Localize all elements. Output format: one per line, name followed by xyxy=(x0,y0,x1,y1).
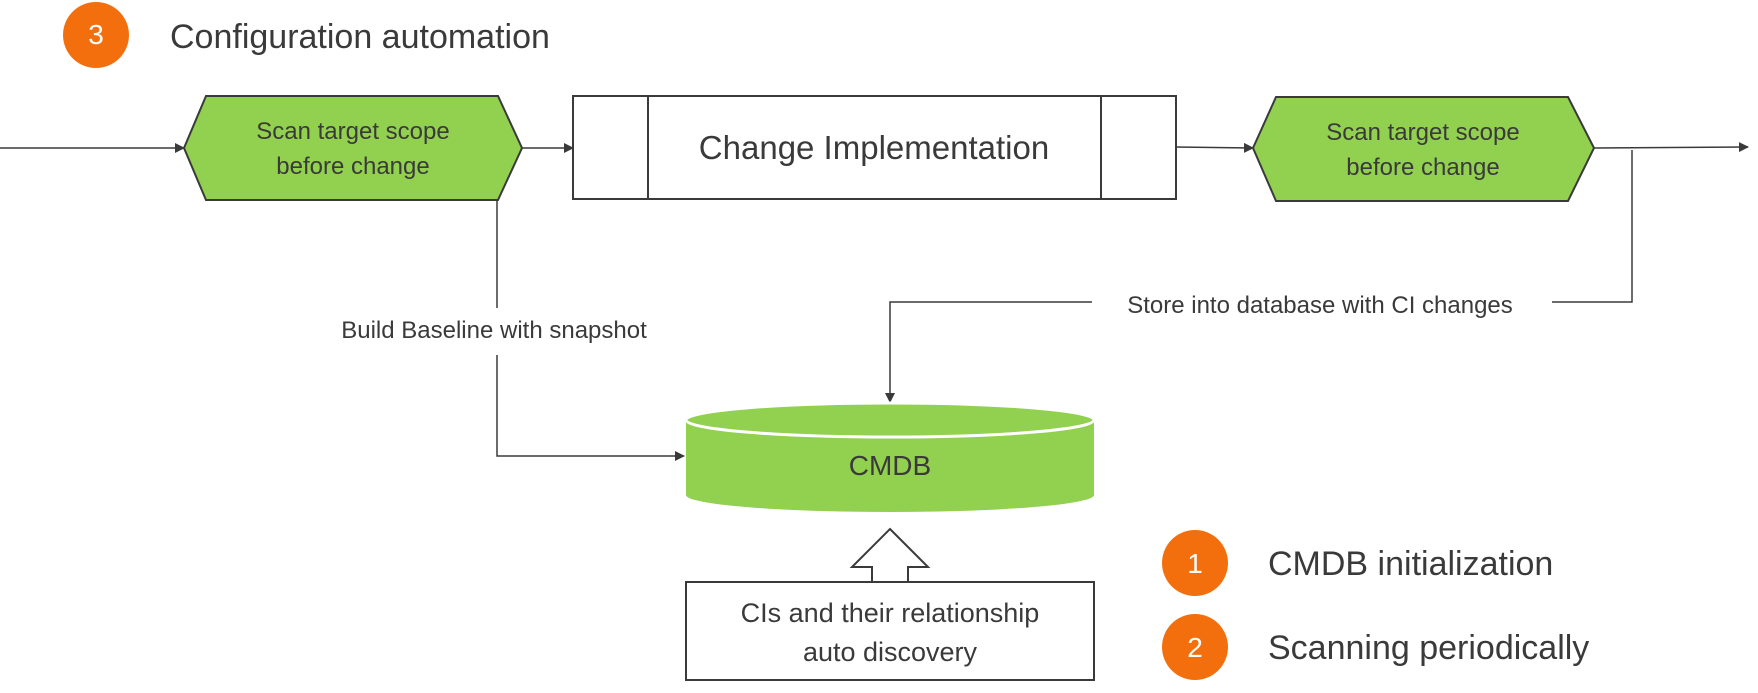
legend-label: Scanning periodically xyxy=(1268,629,1589,667)
scan-before-line1: Scan target scope xyxy=(256,118,449,145)
scan-before-hexagon xyxy=(182,95,524,201)
legend-badge-number: 2 xyxy=(1187,632,1203,663)
legend-item: 2 Scanning periodically xyxy=(1162,614,1589,680)
baseline-edge-label: Build Baseline with snapshot xyxy=(341,317,647,344)
discovery-line2: auto discovery xyxy=(803,637,978,667)
badge-number: 3 xyxy=(88,19,104,50)
change-label: Change Implementation xyxy=(699,129,1049,166)
legend-badge-circle xyxy=(1162,530,1228,596)
store-edge-label: Store into database with CI changes xyxy=(1127,292,1513,319)
discovery-box xyxy=(685,581,1095,681)
store-edge-right xyxy=(1552,150,1633,303)
scan-before-node: Scan target scope before change xyxy=(182,95,524,201)
discovery-line1: CIs and their relationship xyxy=(741,598,1040,628)
page-title: Configuration automation xyxy=(170,18,550,56)
outgoing-arrow xyxy=(1593,142,1749,153)
cmdb-body xyxy=(686,420,1094,512)
store-edge-left xyxy=(885,301,1092,403)
scan-after-hexagon xyxy=(1251,96,1596,202)
legend-label: CMDB initialization xyxy=(1268,545,1553,583)
change-box xyxy=(572,95,1177,200)
header-badge: 3 xyxy=(63,2,129,68)
discovery-node: CIs and their relationship auto discover… xyxy=(685,581,1095,681)
legend-badge-circle xyxy=(1162,614,1228,680)
cmdb-top xyxy=(684,401,1096,439)
scan-after-line2: before change xyxy=(1346,154,1499,181)
scan-after-node: Scan target scope before change xyxy=(1251,96,1596,202)
cmdb-label: CMDB xyxy=(849,450,931,481)
badge-circle xyxy=(63,2,129,68)
baseline-edge-lower xyxy=(496,355,685,461)
cmdb-database: CMDB xyxy=(684,401,1096,512)
scan-before-line2: before change xyxy=(276,153,429,180)
legend-item: 1 CMDB initialization xyxy=(1162,530,1553,596)
change-implementation-node: Change Implementation xyxy=(572,95,1177,200)
legend: 1 CMDB initialization 2 Scanning periodi… xyxy=(1162,530,1589,680)
legend-badge-number: 1 xyxy=(1187,548,1203,579)
arrow-to-scan-after xyxy=(1174,142,1254,153)
up-arrow-icon xyxy=(849,527,931,583)
scan-after-line1: Scan target scope xyxy=(1326,119,1519,146)
